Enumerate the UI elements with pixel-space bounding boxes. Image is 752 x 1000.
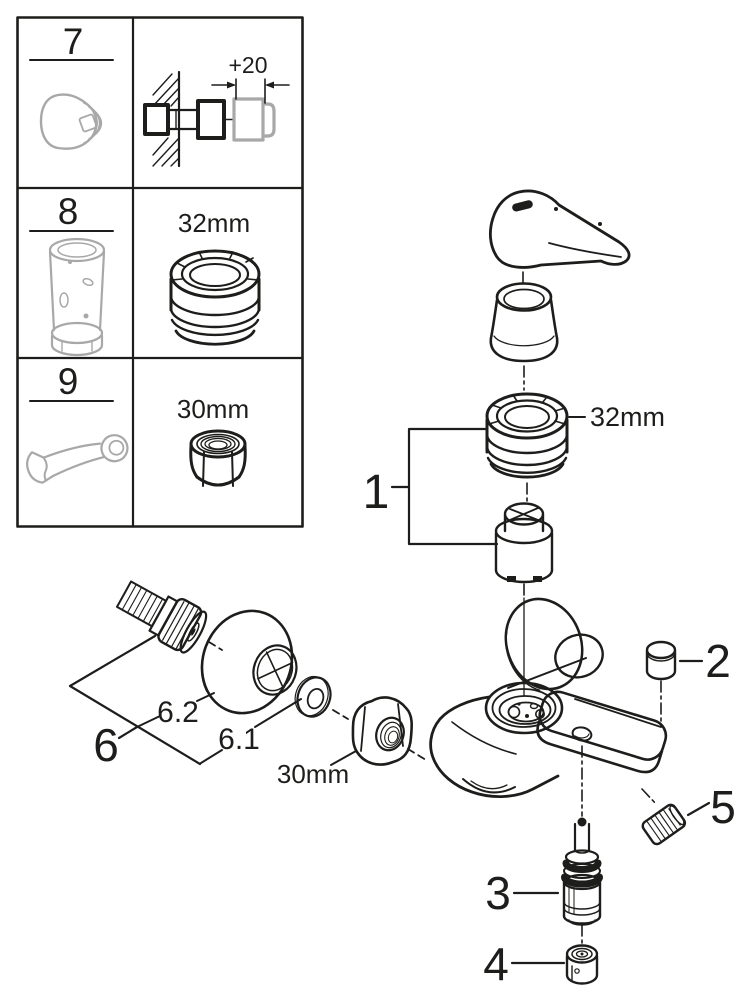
diverter-cartridge-drawing <box>561 817 603 926</box>
union-nut-size-label: 30mm <box>277 759 349 789</box>
cartridge-nut-drawing <box>485 392 569 479</box>
spout-outline <box>429 695 560 798</box>
wrench-size-label: 30mm <box>177 394 249 424</box>
callout-6-1: 6.1 <box>218 723 260 756</box>
exploded-assembly: 32mm 1 <box>68 189 736 990</box>
washer-drawing <box>294 675 332 718</box>
table-row-number-9: 9 <box>58 361 79 402</box>
cartridge-nut-size-label: 32mm <box>590 402 665 432</box>
s-union-drawing <box>115 580 208 654</box>
union-nut-30-icon <box>189 429 247 487</box>
escutcheon-drawing <box>200 609 298 715</box>
callout-6-2: 6.2 <box>157 696 199 729</box>
callout-2: 2 <box>705 635 731 687</box>
callout-6: 6 <box>93 719 119 771</box>
extension-adapter-icon <box>39 93 103 150</box>
lever-handle-drawing <box>488 189 631 269</box>
group-6-bracket <box>68 634 202 766</box>
knurled-adapter-drawing <box>641 803 687 846</box>
handle-cap-drawing <box>489 282 559 363</box>
extension-dimension-label: +20 <box>228 52 267 78</box>
check-valve-drawing <box>565 944 599 985</box>
plug-part-drawing <box>645 640 677 681</box>
callout-3: 3 <box>485 867 511 919</box>
union-nut-drawing <box>351 696 414 766</box>
service-socket-icon <box>48 237 106 357</box>
callout-4: 4 <box>483 938 509 990</box>
diverter-hole <box>571 726 593 742</box>
wall-extension-diagram <box>143 70 290 168</box>
wrench-icon <box>26 434 129 484</box>
cartridge-drawing <box>494 502 554 584</box>
faucet-body-drawing <box>429 597 668 798</box>
callout-1: 1 <box>363 466 390 519</box>
aerator-arc <box>462 778 516 794</box>
new-extension-gray <box>232 97 276 142</box>
table-row-number-8: 8 <box>58 191 79 232</box>
wall-disc <box>504 597 584 692</box>
table-row-number-7: 7 <box>63 21 84 62</box>
callout-5: 5 <box>710 781 736 833</box>
spare-parts-table: 7 +20 <box>16 16 304 528</box>
cartridge-ring-nut-32-icon <box>169 249 261 346</box>
socket-size-label: 32mm <box>178 208 250 238</box>
cartridge-seat-flange <box>484 681 564 735</box>
